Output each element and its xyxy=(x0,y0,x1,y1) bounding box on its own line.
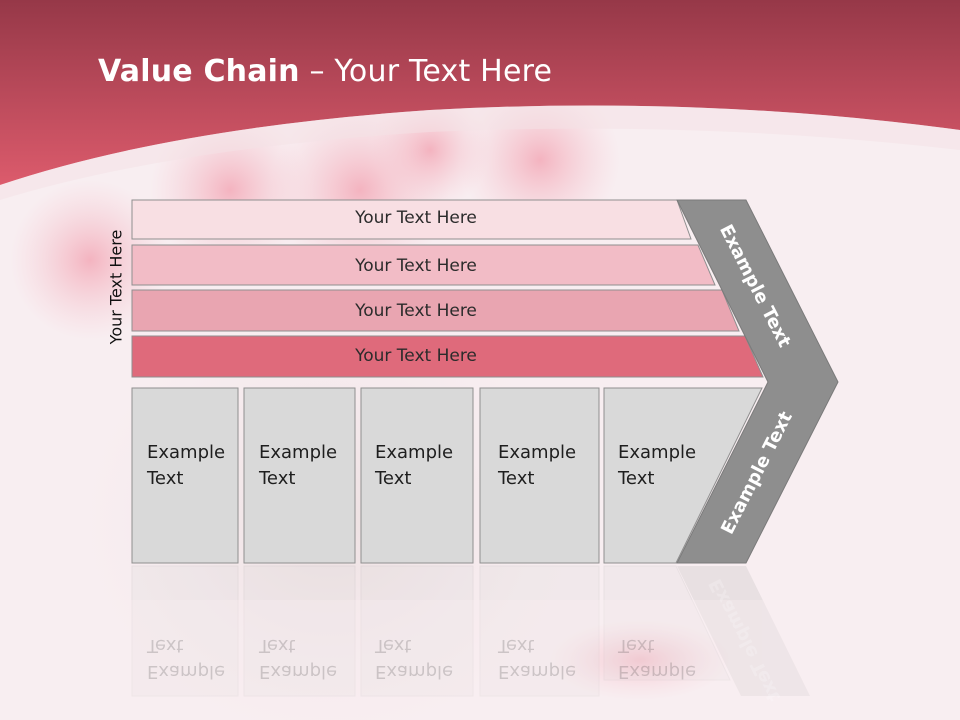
chevron-arrow xyxy=(676,199,839,564)
box-text-5-line1: Example xyxy=(618,442,697,463)
box-text-5-reflection-line2: Text xyxy=(618,635,655,656)
box-text-5-reflection: Example Text xyxy=(618,632,718,684)
bar-label-3: Your Text Here xyxy=(355,301,477,321)
box-text-4-reflection-line2: Text xyxy=(498,635,535,656)
bar-shape-4 xyxy=(131,335,764,378)
box-text-4-line2: Text xyxy=(498,468,535,489)
box-text-2-reflection-line1: Example xyxy=(259,661,338,682)
box-text-4-line1: Example xyxy=(498,442,577,463)
box-text-3-line2: Text xyxy=(375,468,412,489)
reflection xyxy=(131,565,810,697)
box-text-4-reflection-line1: Example xyxy=(498,661,577,682)
slide-title: Value Chain – Your Text Here xyxy=(98,54,552,89)
bar-label-1: Your Text Here xyxy=(355,208,477,228)
box-shape-1 xyxy=(131,387,239,564)
title-bold: Value Chain xyxy=(98,54,300,89)
vertical-axis-label: Your Text Here xyxy=(106,229,126,345)
box-text-1-reflection: Example Text xyxy=(147,632,247,684)
box-text-1-reflection-line2: Text xyxy=(147,635,184,656)
box-text-1-line2: Text xyxy=(147,468,184,489)
box-text-2-line2: Text xyxy=(259,468,296,489)
box-text-3-reflection-line2: Text xyxy=(375,635,412,656)
box-shape-3 xyxy=(360,387,474,564)
box-shape-4 xyxy=(479,387,600,564)
bar-label-2: Your Text Here xyxy=(355,256,477,276)
box-text-3-reflection-line1: Example xyxy=(375,661,454,682)
box-text-2-reflection-line2: Text xyxy=(259,635,296,656)
bar-shape-1 xyxy=(131,199,692,240)
bar-shape-3 xyxy=(131,289,740,332)
box-text-3-line1: Example xyxy=(375,442,454,463)
box-text-1-line1: Example xyxy=(147,442,226,463)
header-band xyxy=(0,0,960,185)
box-text-4-reflection: Example Text xyxy=(498,632,598,684)
box-text-2-reflection: Example Text xyxy=(259,632,359,684)
box-text-3-reflection: Example Text xyxy=(375,632,475,684)
header-swoosh xyxy=(0,105,960,200)
bar-label-4: Your Text Here xyxy=(355,346,477,366)
box-text-2-line1: Example xyxy=(259,442,338,463)
box-text-5-line2: Text xyxy=(618,468,655,489)
bar-shape-2 xyxy=(131,244,716,286)
box-shape-2 xyxy=(243,387,356,564)
title-rest: – Your Text Here xyxy=(299,54,553,89)
box-text-5-reflection-line1: Example xyxy=(618,661,697,682)
box-text-1-reflection-line1: Example xyxy=(147,661,226,682)
box-shape-5 xyxy=(603,387,763,564)
